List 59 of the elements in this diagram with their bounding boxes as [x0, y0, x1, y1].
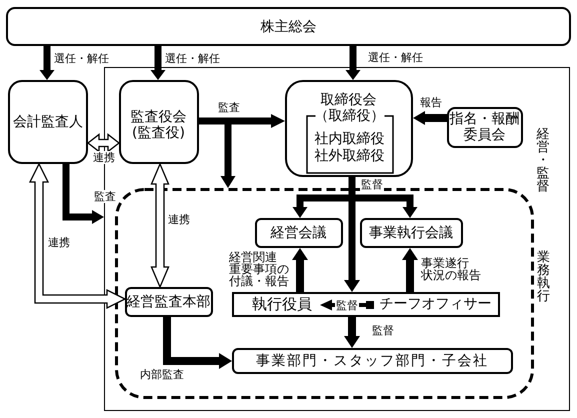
node-label: 社内取締役: [314, 130, 384, 146]
arrow: [163, 317, 232, 369]
node-label: 事業部門・スタッフ部門・子会社: [256, 352, 488, 368]
edge-label: 選任・解任: [367, 51, 424, 64]
rounded-box: [118, 80, 198, 164]
arrow: [346, 46, 360, 80]
arrow: [344, 202, 360, 292]
rectangle: [232, 292, 500, 316]
rounded-box: [6, 7, 571, 46]
arrow: [292, 248, 308, 294]
edge-label: 選任・解任: [53, 52, 110, 65]
arrow: [220, 124, 236, 188]
arrow: [344, 317, 360, 348]
edge-label: 監査: [217, 101, 241, 114]
node-label: 監査役会: [130, 108, 186, 124]
node-label: 経営監査本部: [126, 294, 210, 310]
node-label: 経営会議: [270, 224, 326, 240]
edge-label: 監督: [335, 298, 359, 312]
double-arrow: [86, 133, 120, 153]
bracket-heading: （取締役）: [314, 108, 384, 124]
rounded-box: [254, 218, 342, 248]
arrow: [232, 114, 285, 128]
connector-line: [348, 177, 356, 202]
node-label: チーフオフィサー: [380, 296, 492, 312]
arrow: [150, 46, 166, 80]
vertical-label: 業務執行: [536, 250, 551, 302]
node-label: 事業執行会議: [369, 224, 453, 240]
edge-label: 監督: [371, 324, 395, 337]
vertical-label: 経営・監督: [536, 128, 550, 193]
arrow: [356, 194, 418, 218]
node-label: (監査役): [132, 124, 185, 140]
arrow: [62, 164, 104, 224]
node-label: 指名・報酬委員会: [448, 111, 520, 143]
rounded-box: [8, 80, 88, 164]
node-label: 執行役員: [252, 296, 312, 312]
rounded-box: [124, 286, 212, 316]
rounded-box: [284, 80, 412, 176]
edge-label: 連携: [167, 213, 191, 226]
connector-line: [199, 118, 232, 124]
node-label: 取締役会: [320, 92, 376, 108]
double-arrow: [150, 162, 170, 289]
rounded-box: [232, 348, 512, 374]
arrow: [413, 111, 447, 125]
arrow: [292, 194, 348, 218]
edge-label: 報告: [419, 96, 443, 109]
double-arrow: [28, 162, 126, 310]
node-label: 社外取締役: [314, 148, 384, 164]
edge-label: 連携: [92, 151, 116, 164]
node-label: 株主総会: [260, 18, 316, 34]
edge-label: 選任・解任: [164, 52, 221, 65]
arrow: [402, 248, 418, 294]
node-label: 会計監査人: [13, 114, 83, 130]
edge-label: 監督: [360, 178, 384, 191]
edge-label: 連携: [47, 236, 71, 249]
arrow: [40, 46, 54, 80]
arrow: [320, 300, 374, 310]
edge-label: 監査: [93, 190, 117, 203]
rounded-box: [360, 218, 462, 248]
edge-label: 内部監査: [139, 368, 185, 381]
